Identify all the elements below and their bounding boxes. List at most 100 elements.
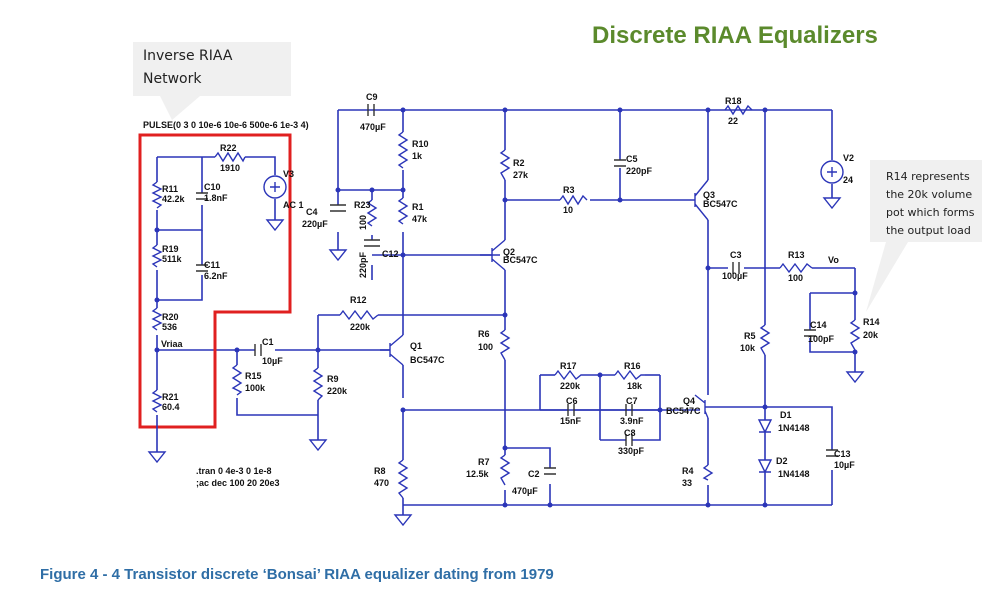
q2-ref: Q2 (503, 247, 515, 257)
r23-value: 100 (358, 215, 368, 230)
r12-value: 220k (350, 322, 371, 332)
c1-ref: C1 (262, 337, 274, 347)
v2-value: 24 (843, 175, 853, 185)
r22-value: 1910 (220, 163, 240, 173)
r5-value: 10k (740, 343, 756, 353)
callout-line: the output load (886, 224, 971, 237)
r10-value: 1k (412, 151, 423, 161)
figure-caption: Figure 4 - 4 Transistor discrete ‘Bonsai… (40, 566, 554, 583)
v3-source (263, 175, 287, 199)
d2-value: 1N4148 (778, 469, 810, 479)
r20-ref: R20 (162, 312, 179, 322)
q4-value: BC547C (666, 406, 701, 416)
callout-line: Inverse RIAA (143, 48, 233, 64)
callout-inverse-riaa: Inverse RIAA Network (133, 42, 291, 96)
c1-value: 10µF (262, 356, 283, 366)
callout-line: R14 represents (886, 170, 970, 183)
d1-value: 1N4148 (778, 423, 810, 433)
c6-value: 15nF (560, 416, 582, 426)
r21-ref: R21 (162, 392, 179, 402)
r3-ref: R3 (563, 185, 575, 195)
r7-ref: R7 (478, 457, 490, 467)
r6-ref: R6 (478, 329, 490, 339)
r15-ref: R15 (245, 371, 262, 381)
component-labels: PULSE(0 3 0 10e-6 10e-6 500e-6 1e-3 4) R… (143, 92, 880, 496)
c14-value: 100pF (808, 334, 835, 344)
callout-line: the 20k volume (886, 188, 973, 201)
r2-ref: R2 (513, 158, 525, 168)
r12-ref: R12 (350, 295, 367, 305)
r16-ref: R16 (624, 361, 641, 371)
q2-value: BC547C (503, 255, 538, 265)
vriaa-net: Vriaa (161, 339, 184, 349)
r11-value: 42.2k (162, 194, 186, 204)
v2-ref: V2 (843, 153, 854, 163)
vo-net: Vo (828, 255, 839, 265)
r2-value: 27k (513, 170, 529, 180)
callout-inverse-pointer (160, 96, 200, 120)
c4-ref: C4 (306, 207, 318, 217)
d2-ref: D2 (776, 456, 788, 466)
r11-ref: R11 (162, 184, 178, 194)
c4-value: 220µF (302, 219, 328, 229)
ground-symbols (147, 197, 865, 527)
c5-ref: C5 (626, 154, 638, 164)
callout-line: Network (143, 71, 202, 87)
transistor-symbols (380, 179, 718, 419)
ac-directive: ;ac dec 100 20 20e3 (196, 478, 280, 488)
q4-ref: Q4 (683, 396, 695, 406)
pulse-directive: PULSE(0 3 0 10e-6 10e-6 500e-6 1e-3 4) (143, 120, 309, 130)
r1-value: 47k (412, 214, 428, 224)
r7-value: 12.5k (466, 469, 490, 479)
d1-ref: D1 (780, 410, 792, 420)
r16-value: 18k (627, 381, 643, 391)
c2-ref: C2 (528, 469, 540, 479)
wiring (138, 109, 856, 515)
c11-value: 6.2nF (204, 271, 228, 281)
r13-ref: R13 (788, 250, 805, 260)
r10-ref: R10 (412, 139, 429, 149)
capacitor-symbols (196, 104, 838, 475)
r23-ref: R23 (354, 200, 371, 210)
c9-ref: C9 (366, 92, 378, 102)
c3-value: 100µF (722, 271, 748, 281)
tran-directive: .tran 0 4e-3 0 1e-8 (196, 466, 272, 476)
r18-ref: R18 (725, 96, 742, 106)
r19-value: 511k (162, 254, 183, 264)
r17-value: 220k (560, 381, 581, 391)
callout-r14-note: R14 represents the 20k volume pot which … (870, 160, 982, 242)
r18-value: 22 (728, 116, 738, 126)
r9-ref: R9 (327, 374, 339, 384)
c10-ref: C10 (204, 182, 221, 192)
c2-value: 470µF (512, 486, 538, 496)
c7-ref: C7 (626, 396, 638, 406)
r6-value: 100 (478, 342, 493, 352)
c13-ref: C13 (834, 449, 851, 459)
r5-ref: R5 (744, 331, 756, 341)
r21-value: 60.4 (162, 402, 180, 412)
c11-ref: C11 (204, 260, 220, 270)
q1-value: BC547C (410, 355, 445, 365)
r4-value: 33 (682, 478, 692, 488)
r3-value: 10 (563, 205, 573, 215)
r14-value: 20k (863, 330, 879, 340)
r13-value: 100 (788, 273, 803, 283)
callout-line: pot which forms (886, 206, 975, 219)
v3-ref: V3 (283, 169, 294, 179)
v2-source (820, 160, 844, 184)
r19-ref: R19 (162, 244, 179, 254)
c9-value: 470µF (360, 122, 386, 132)
diode-symbols (757, 419, 773, 474)
c5-value: 220pF (626, 166, 653, 176)
q3-ref: Q3 (703, 190, 715, 200)
callout-r14-pointer (866, 242, 908, 312)
r17-ref: R17 (560, 361, 577, 371)
r8-ref: R8 (374, 466, 386, 476)
c10-value: 1.8nF (204, 193, 228, 203)
c7-value: 3.9nF (620, 416, 644, 426)
c13-value: 10µF (834, 460, 855, 470)
resistor-symbols (151, 104, 861, 499)
r14-ref: R14 (863, 317, 880, 327)
q1-ref: Q1 (410, 341, 422, 351)
